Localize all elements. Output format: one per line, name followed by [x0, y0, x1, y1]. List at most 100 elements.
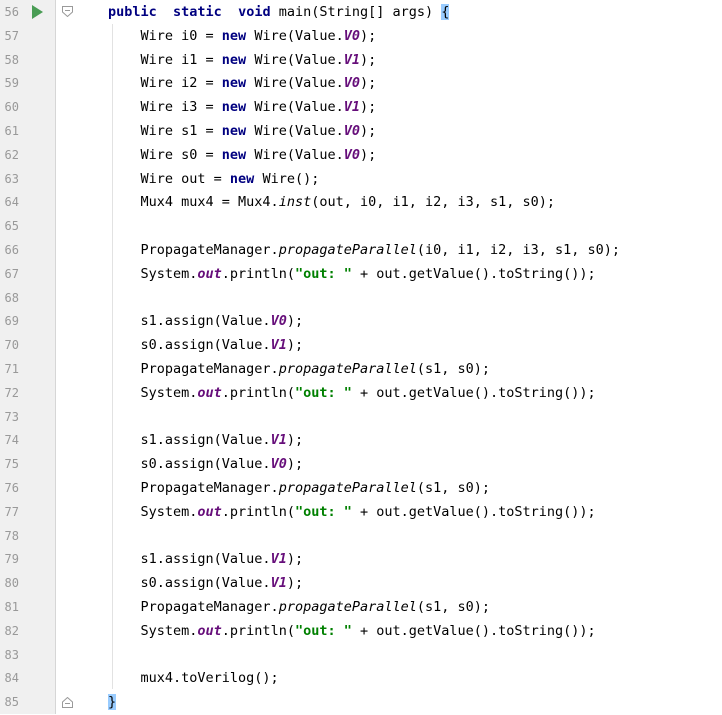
- code-line[interactable]: 66 PropagateManager.propagateParallel(i0…: [0, 239, 722, 263]
- code-text[interactable]: s1.assign(Value.V0);: [108, 310, 304, 334]
- code-text[interactable]: Wire i2 = new Wire(Value.V0);: [108, 72, 377, 96]
- code-line[interactable]: 64 Mux4 mux4 = Mux4.inst(out, i0, i1, i2…: [0, 191, 722, 215]
- code-text[interactable]: System.out.println("out: " + out.getValu…: [108, 263, 596, 287]
- code-token: );: [286, 456, 304, 473]
- code-text[interactable]: System.out.println("out: " + out.getValu…: [108, 620, 596, 644]
- code-line[interactable]: 74 s1.assign(Value.V1);: [0, 429, 722, 453]
- line-number: 81: [4, 600, 19, 614]
- line-number: 71: [4, 362, 19, 376]
- code-line[interactable]: 84 mux4.toVerilog();: [0, 667, 722, 691]
- code-line[interactable]: 77 System.out.println("out: " + out.getV…: [0, 501, 722, 525]
- code-line[interactable]: 78: [0, 525, 722, 549]
- code-text[interactable]: s1.assign(Value.V1);: [108, 429, 304, 453]
- keyword-token: new: [221, 123, 247, 139]
- code-text[interactable]: Wire out = new Wire();: [108, 168, 320, 192]
- code-token: Wire i2 =: [108, 75, 222, 92]
- code-line[interactable]: 59 Wire i2 = new Wire(Value.V0);: [0, 72, 722, 96]
- code-text[interactable]: Mux4 mux4 = Mux4.inst(out, i0, i1, i2, i…: [108, 191, 556, 215]
- code-line[interactable]: 69 s1.assign(Value.V0);: [0, 310, 722, 334]
- code-token: PropagateManager.: [108, 361, 279, 377]
- line-number: 58: [4, 52, 19, 67]
- fold-open-icon[interactable]: [62, 6, 73, 17]
- code-token: );: [286, 337, 304, 354]
- code-token: );: [286, 432, 304, 449]
- code-line[interactable]: 63 Wire out = new Wire();: [0, 168, 722, 192]
- line-number: 84: [4, 671, 19, 686]
- code-text[interactable]: Wire s1 = new Wire(Value.V0);: [108, 120, 377, 144]
- code-text[interactable]: }: [108, 691, 117, 715]
- string-token: "out: ": [294, 622, 352, 639]
- code-text[interactable]: Wire s0 = new Wire(Value.V0);: [108, 144, 377, 168]
- code-line[interactable]: 68: [0, 287, 722, 311]
- line-number: 68: [4, 290, 19, 305]
- line-number: 72: [4, 385, 19, 400]
- code-text[interactable]: PropagateManager.propagateParallel(s1, s…: [108, 477, 491, 501]
- static-method-token: inst: [278, 194, 312, 211]
- code-line[interactable]: 65: [0, 215, 722, 239]
- code-line[interactable]: 60 Wire i3 = new Wire(Value.V1);: [0, 96, 722, 120]
- code-text[interactable]: mux4.toVerilog();: [108, 667, 279, 691]
- code-line[interactable]: 85}: [0, 691, 722, 715]
- code-line[interactable]: 80 s0.assign(Value.V1);: [0, 572, 722, 596]
- code-line[interactable]: 73: [0, 406, 722, 430]
- line-number: 70: [4, 338, 19, 353]
- code-text[interactable]: s0.assign(Value.V1);: [108, 334, 304, 358]
- line-number: 62: [4, 147, 19, 162]
- code-line[interactable]: 67 System.out.println("out: " + out.getV…: [0, 263, 722, 287]
- static-method-token: propagateParallel: [278, 599, 417, 615]
- constant-token: V1: [270, 551, 287, 568]
- indent-guide: [112, 24, 113, 689]
- code-line[interactable]: 57 Wire i0 = new Wire(Value.V0);: [0, 25, 722, 49]
- keyword-token: new: [221, 51, 247, 68]
- matched-brace: }: [108, 694, 117, 711]
- code-line[interactable]: 75 s0.assign(Value.V0);: [0, 453, 722, 477]
- code-text[interactable]: PropagateManager.propagateParallel(i0, i…: [108, 239, 621, 263]
- code-text[interactable]: PropagateManager.propagateParallel(s1, s…: [108, 358, 491, 382]
- constant-token: V1: [270, 575, 287, 592]
- code-text[interactable]: PropagateManager.propagateParallel(s1, s…: [108, 596, 491, 620]
- code-line[interactable]: 71 PropagateManager.propagateParallel(s1…: [0, 358, 722, 382]
- fold-close-icon[interactable]: [62, 697, 73, 709]
- code-text[interactable]: System.out.println("out: " + out.getValu…: [108, 382, 596, 406]
- code-text[interactable]: System.out.println("out: " + out.getValu…: [108, 501, 596, 525]
- code-line[interactable]: 70 s0.assign(Value.V1);: [0, 334, 722, 358]
- code-text[interactable]: s1.assign(Value.V1);: [108, 548, 304, 572]
- code-token: Wire i3 =: [108, 99, 222, 116]
- line-number: 83: [4, 647, 19, 662]
- code-text[interactable]: s0.assign(Value.V0);: [108, 453, 304, 477]
- static-field-token: out: [197, 622, 222, 639]
- constant-token: V0: [343, 146, 360, 163]
- code-line[interactable]: 82 System.out.println("out: " + out.getV…: [0, 620, 722, 644]
- code-line[interactable]: 72 System.out.println("out: " + out.getV…: [0, 382, 722, 406]
- line-number: 80: [4, 576, 19, 591]
- code-line[interactable]: 83: [0, 644, 722, 668]
- code-line[interactable]: 76 PropagateManager.propagateParallel(s1…: [0, 477, 722, 501]
- line-number: 78: [4, 528, 19, 543]
- static-field-token: out: [197, 384, 222, 401]
- code-token: System.: [108, 503, 198, 520]
- code-token: );: [360, 51, 377, 68]
- run-gutter-icon[interactable]: [32, 5, 43, 19]
- code-text[interactable]: Wire i1 = new Wire(Value.V1);: [108, 49, 377, 73]
- constant-token: V0: [270, 313, 287, 330]
- code-token: Wire i0 =: [108, 27, 222, 44]
- code-token: [222, 4, 238, 20]
- line-number: 73: [4, 409, 19, 424]
- code-text[interactable]: Wire i3 = new Wire(Value.V1);: [108, 96, 377, 120]
- code-token: Wire();: [254, 170, 320, 187]
- code-token: Wire s1 =: [108, 123, 222, 139]
- code-line[interactable]: 79 s1.assign(Value.V1);: [0, 548, 722, 572]
- keyword-token: void: [238, 4, 271, 20]
- code-text[interactable]: public static void main(String[] args) {: [108, 1, 450, 25]
- code-token: s1.assign(Value.: [108, 551, 271, 568]
- code-text[interactable]: s0.assign(Value.V1);: [108, 572, 304, 596]
- code-text[interactable]: Wire i0 = new Wire(Value.V0);: [108, 25, 377, 49]
- code-line[interactable]: 58 Wire i1 = new Wire(Value.V1);: [0, 49, 722, 73]
- code-line[interactable]: 62 Wire s0 = new Wire(Value.V0);: [0, 144, 722, 168]
- line-number: 69: [4, 314, 19, 329]
- code-line[interactable]: 81 PropagateManager.propagateParallel(s1…: [0, 596, 722, 620]
- code-token: + out.getValue().toString());: [351, 503, 596, 520]
- code-line[interactable]: 61 Wire s1 = new Wire(Value.V0);: [0, 120, 722, 144]
